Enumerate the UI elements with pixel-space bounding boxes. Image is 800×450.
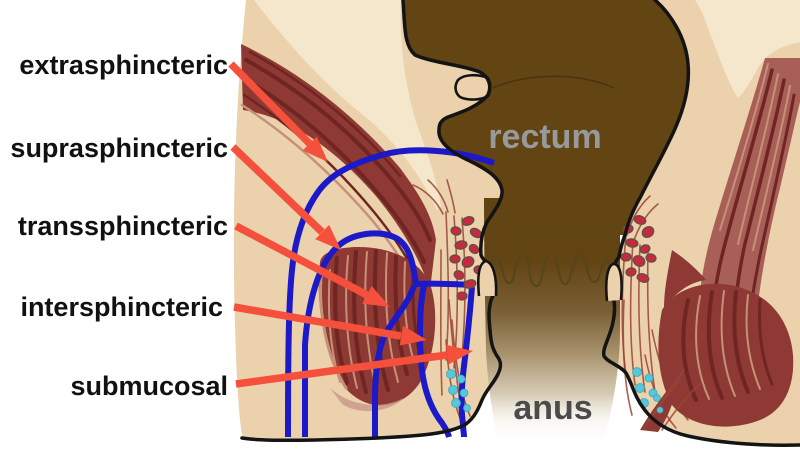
levator-left-striation (242, 93, 418, 278)
levator-muscle-left (241, 44, 436, 290)
levator-left-striation (244, 58, 432, 242)
anal-glands-right (620, 215, 657, 283)
arrowhead-submucosal (445, 344, 473, 365)
label-anus: anus (513, 389, 592, 427)
skin-highlight-right (695, 0, 800, 98)
arrowhead-intersphincteric (399, 325, 427, 346)
rectum-fold-line (492, 75, 615, 89)
arrow-extrasphincteric (228, 61, 313, 147)
arrowhead-extrasphincteric (302, 136, 328, 162)
anorectal-outline-left (240, 0, 504, 443)
arrow-intersphincteric (233, 303, 402, 340)
rectum-shape (403, 0, 689, 235)
dentate-line (489, 253, 611, 288)
levator-muscle-right (699, 58, 800, 304)
label-intersphincteric: intersphincteric (20, 292, 223, 322)
anal-papilla-left (476, 259, 498, 297)
arrow-suprasphincteric (230, 144, 325, 235)
skin-highlight-left (254, 0, 441, 210)
arrowhead-suprasphincteric (315, 224, 341, 250)
arrow-transsphincteric (234, 222, 369, 299)
label-rectum: rectum (488, 118, 601, 156)
gland-ducts-left (446, 369, 471, 412)
external-sphincter-right (640, 250, 794, 432)
label-transsphincteric: transsphincteric (18, 211, 228, 241)
arrowhead-transsphincteric (362, 286, 390, 307)
label-submucosal: submucosal (70, 371, 228, 401)
anal-papilla-right (604, 262, 623, 302)
tract-suprasphincteric (302, 230, 473, 437)
label-extrasphincteric: extrasphincteric (19, 50, 228, 80)
levator-left-striation (241, 76, 426, 264)
leader-arrows (228, 61, 473, 388)
arrow-submucosal (235, 351, 448, 388)
label-suprasphincteric: suprasphincteric (10, 133, 228, 163)
